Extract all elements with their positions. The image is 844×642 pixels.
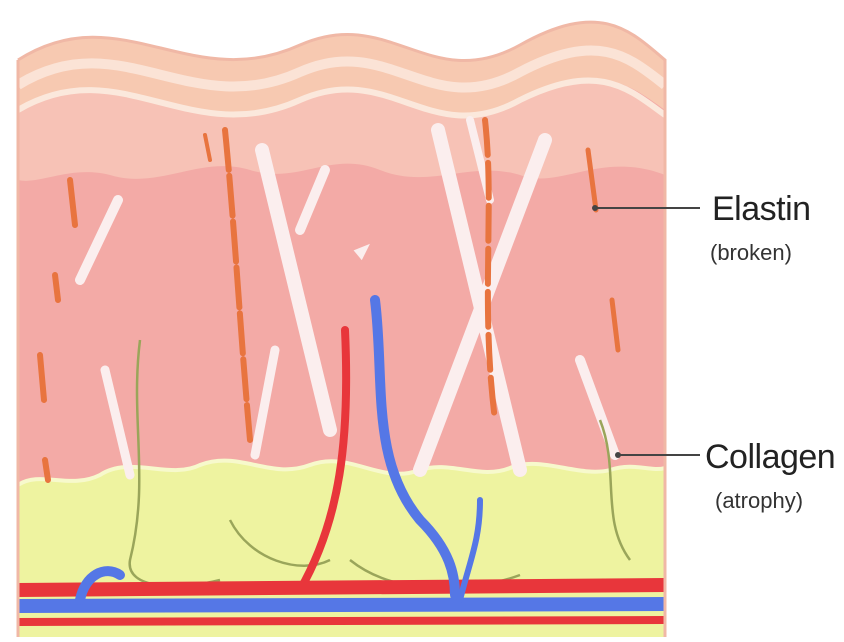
- elastin-leader-dot: [592, 205, 598, 211]
- collagen-leader-dot: [615, 452, 621, 458]
- collagen-note: (atrophy): [715, 488, 803, 514]
- vein-vessel: [18, 604, 665, 606]
- elastin-note: (broken): [710, 240, 792, 266]
- collagen-label: Collagen: [705, 438, 835, 477]
- elastin-label: Elastin: [712, 190, 811, 229]
- artery-vessel: [18, 585, 665, 590]
